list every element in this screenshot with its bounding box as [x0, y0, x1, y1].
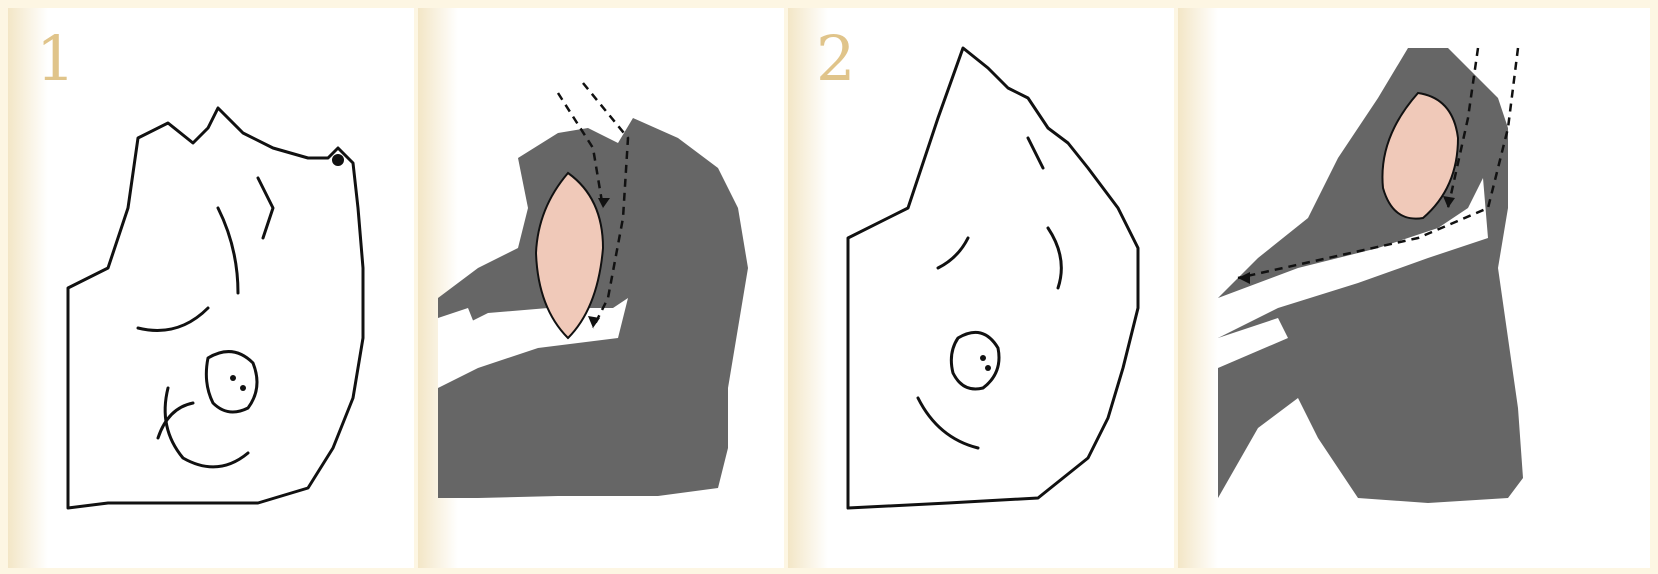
step-1-head-panel: 1 — [8, 8, 414, 568]
ear-shape — [206, 352, 257, 412]
neck-crease — [138, 308, 208, 331]
nose-line — [1028, 138, 1043, 168]
jaw-line — [165, 388, 248, 467]
brow-line — [218, 208, 238, 293]
step-2-section-panel — [1178, 8, 1650, 568]
neck-crease — [938, 238, 968, 268]
cheek-line — [1048, 228, 1061, 288]
nose-line — [258, 178, 273, 238]
step-1-head-drawing — [8, 8, 414, 568]
head-outline — [848, 48, 1138, 508]
chin-fold — [158, 403, 193, 438]
step-2-head-panel: 2 — [788, 8, 1174, 568]
head-outline — [68, 108, 363, 508]
step-1-section-drawing — [418, 8, 784, 568]
step-1-section-panel — [418, 8, 784, 568]
jaw-line — [918, 398, 978, 448]
step-2-head-drawing — [788, 8, 1174, 568]
step-2-section-drawing — [1178, 8, 1650, 568]
ear-shape — [951, 332, 999, 389]
